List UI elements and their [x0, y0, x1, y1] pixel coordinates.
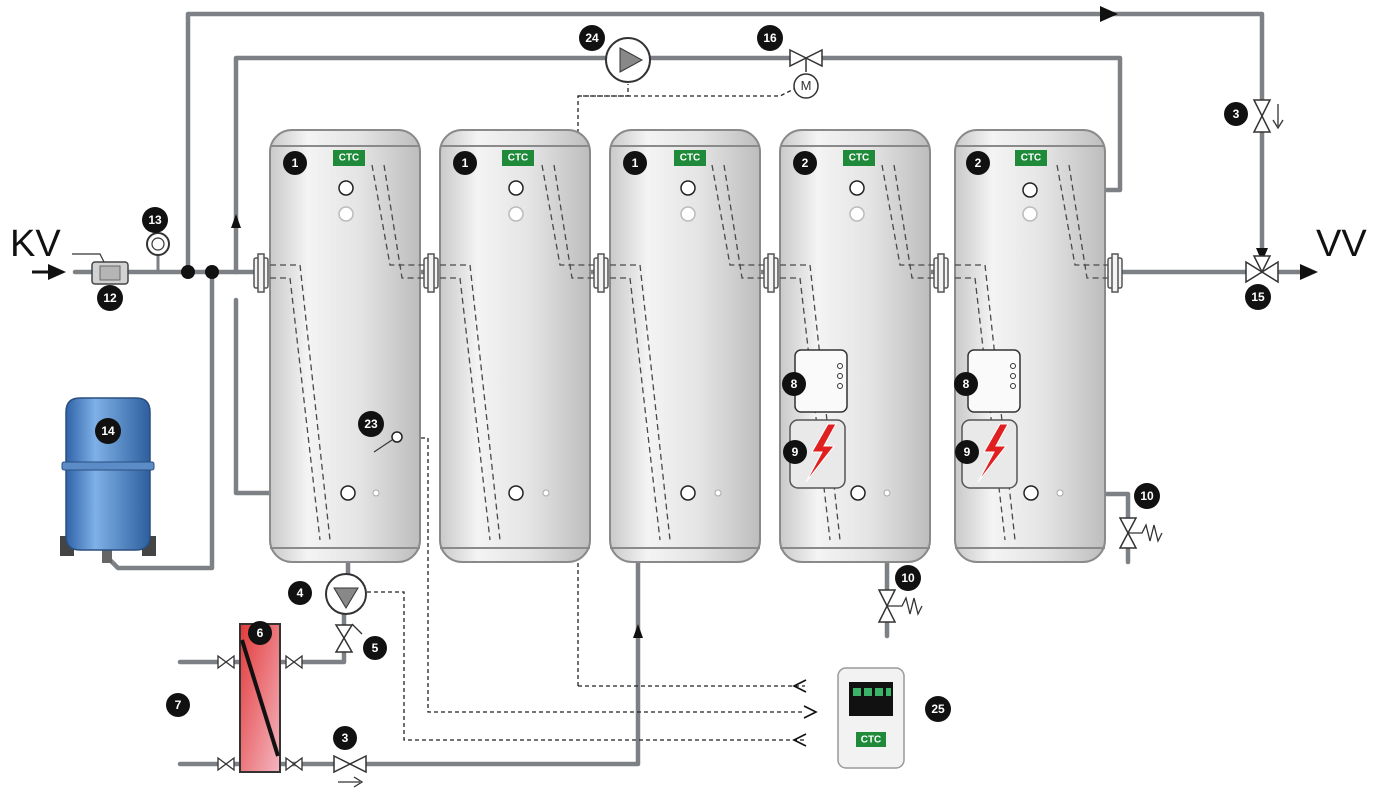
badge-heater-9-tank-4: 9	[783, 440, 807, 464]
arrow-up-icon	[633, 624, 643, 638]
tank-flanges	[253, 253, 1123, 293]
svg-text:24: 24	[585, 31, 599, 45]
pump-icon	[325, 573, 367, 615]
signal-arrows	[792, 679, 818, 747]
controller-display: CTC	[837, 667, 905, 769]
svg-text:16: 16	[763, 31, 777, 45]
tank-1	[269, 129, 421, 563]
badge-tank-2: 1	[453, 151, 477, 175]
svg-text:9: 9	[964, 445, 971, 459]
badge-pump-4: 4	[288, 581, 312, 605]
check-valve-icon	[1252, 99, 1284, 133]
ctc-logo-icon: CTC	[674, 150, 706, 166]
badge-valve-3-top: 3	[1224, 102, 1248, 126]
tank-3	[609, 129, 761, 563]
ctc-logo-icon: CTC	[502, 150, 534, 166]
pipe-junction	[205, 265, 219, 279]
arrow-up-icon	[231, 214, 241, 228]
badge-valve-16: 16	[757, 25, 783, 51]
svg-text:8: 8	[963, 377, 970, 391]
badge-valve-15: 15	[1245, 284, 1271, 310]
badge-sensor-23: 23	[358, 411, 384, 437]
arrow-right-icon	[48, 264, 66, 280]
svg-text:13: 13	[148, 213, 162, 227]
svg-text:6: 6	[257, 626, 264, 640]
pipe-junction	[181, 265, 195, 279]
ctc-logo-icon: CTC	[1015, 150, 1047, 166]
badge-drain-10-tank-5: 10	[1134, 483, 1160, 509]
svg-text:M: M	[801, 78, 812, 93]
svg-text:2: 2	[975, 156, 982, 170]
logo-text: CTC	[508, 153, 529, 164]
outlet-label: VV	[1316, 223, 1367, 265]
badge-heater-8-tank-4: 8	[782, 372, 806, 396]
pressure-gauge-icon	[146, 232, 170, 272]
logo-text: CTC	[339, 153, 360, 164]
svg-text:3: 3	[342, 731, 349, 745]
svg-text:14: 14	[101, 424, 115, 438]
immersion-heater-tank-4	[789, 419, 846, 489]
isolation-valves	[217, 654, 303, 772]
logo-text: CTC	[861, 735, 882, 746]
logo-text: CTC	[1021, 153, 1042, 164]
badge-filter-12: 12	[97, 285, 123, 311]
svg-text:8: 8	[791, 377, 798, 391]
badge-tank-1: 1	[283, 151, 307, 175]
logo-text: CTC	[680, 153, 701, 164]
logo-text: CTC	[849, 153, 870, 164]
svg-text:3: 3	[1233, 107, 1240, 121]
badge-expansion-14: 14	[95, 418, 121, 444]
svg-text:15: 15	[1251, 290, 1265, 304]
filter-icon	[72, 253, 129, 285]
svg-text:1: 1	[632, 156, 639, 170]
flow-arrows	[32, 6, 1318, 638]
badge-tank-4: 2	[793, 151, 817, 175]
mixing-valve-icon	[1245, 255, 1279, 284]
badge-tank-3: 1	[623, 151, 647, 175]
ctc-logo-icon: CTC	[333, 150, 365, 166]
safety-valve-icon	[877, 589, 923, 623]
lightning-icon	[977, 423, 1009, 483]
badge-tank-5: 2	[966, 151, 990, 175]
ctc-logo-icon: CTC	[843, 150, 875, 166]
svg-text:23: 23	[364, 417, 378, 431]
svg-text:7: 7	[175, 698, 182, 712]
badge-heater-9-tank-5: 9	[955, 440, 979, 464]
valve-icon	[334, 623, 363, 653]
svg-text:10: 10	[901, 571, 915, 585]
svg-text:5: 5	[372, 641, 379, 655]
badge-exchanger-6: 6	[248, 621, 272, 645]
tank-2	[439, 129, 591, 563]
svg-text:9: 9	[792, 445, 799, 459]
badge-valve-5: 5	[363, 636, 387, 660]
motor-valve-icon: M	[789, 48, 823, 99]
badge-drain-10-tank-4: 10	[895, 565, 921, 591]
lightning-icon	[805, 423, 837, 483]
badge-valve-3-bottom: 3	[333, 726, 357, 750]
svg-text:10: 10	[1140, 489, 1154, 503]
badge-heater-8-tank-5: 8	[954, 372, 978, 396]
arrow-right-icon	[1300, 264, 1318, 280]
badge-pump-24: 24	[579, 25, 605, 51]
svg-text:12: 12	[103, 291, 117, 305]
inlet-label: KV	[10, 223, 61, 265]
temperature-sensor	[373, 431, 403, 453]
arrow-down-icon	[1256, 248, 1268, 262]
svg-text:2: 2	[802, 156, 809, 170]
check-valve-icon	[333, 754, 367, 788]
safety-valve-icon	[1118, 517, 1163, 549]
svg-text:25: 25	[931, 702, 945, 716]
circulation-pump-icon	[605, 37, 651, 83]
badge-controller-25: 25	[925, 696, 951, 722]
tank-ports	[338, 180, 1064, 501]
svg-text:1: 1	[292, 156, 299, 170]
badge-label-7: 7	[166, 693, 190, 717]
heat-exchanger-icon	[239, 623, 281, 773]
arrow-right-icon	[1100, 6, 1118, 22]
svg-text:4: 4	[297, 586, 304, 600]
expansion-vessel-icon	[60, 397, 156, 563]
svg-text:1: 1	[462, 156, 469, 170]
badge-gauge-13: 13	[142, 207, 168, 233]
